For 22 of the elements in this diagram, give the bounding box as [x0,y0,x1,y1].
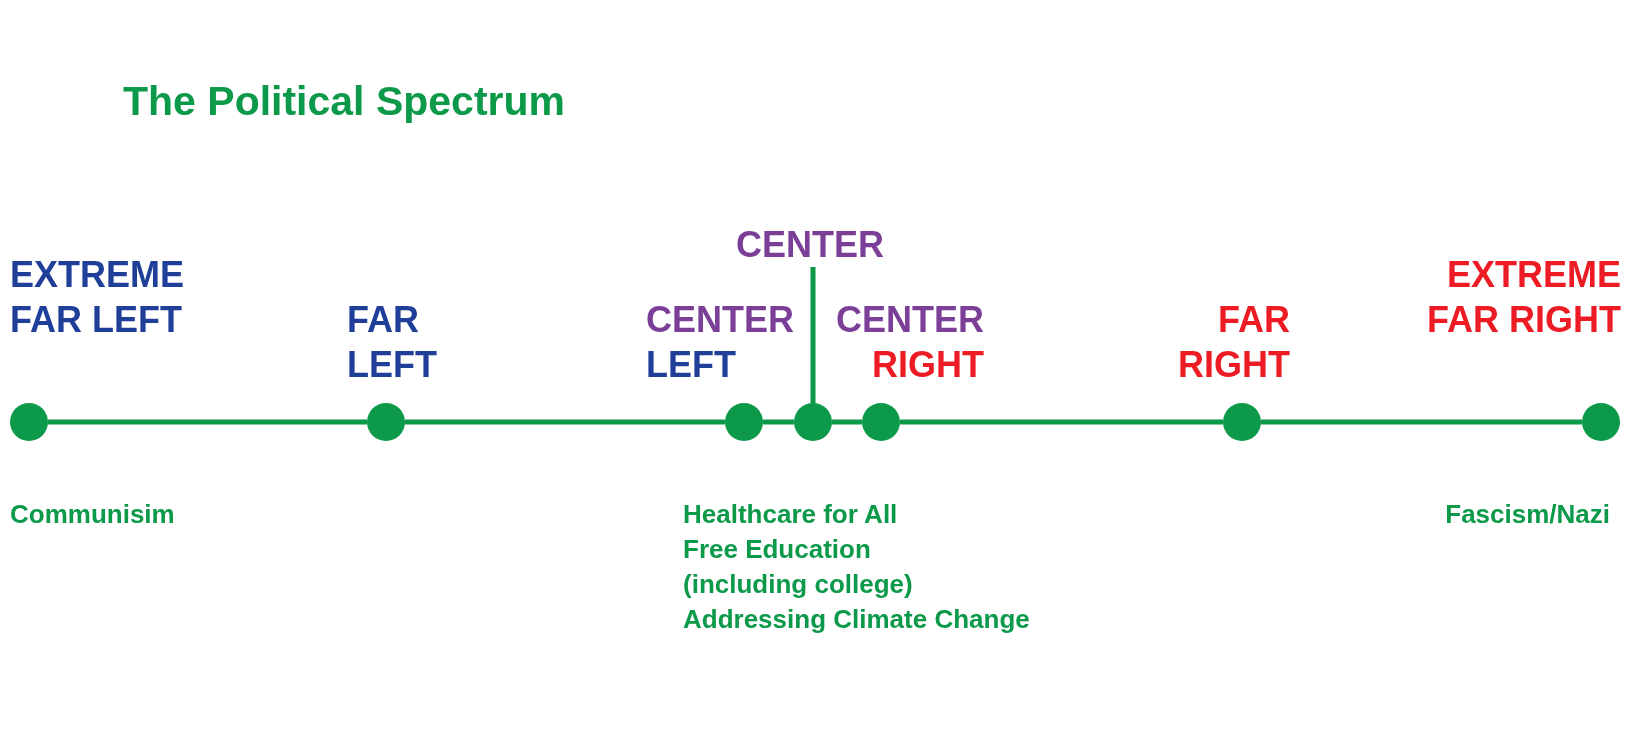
note-text: Free Education (including college) [683,533,914,601]
leader-line [810,267,816,403]
title: The Political Spectrum [123,78,565,125]
line-segment [48,419,367,425]
line-segment [832,419,862,425]
note-text: Healthcare for All [683,498,899,531]
position-label: LEFT [646,343,737,387]
position-label: CENTER [736,223,885,267]
note-text: Addressing Climate Change [683,603,1031,636]
position-label: RIGHT [871,343,984,387]
line-segment [900,419,1223,425]
example-text: Communisim [10,498,176,531]
position-label: EXTREME FAR LEFT [10,253,186,342]
position-label: FAR LEFT [347,298,438,387]
position-label: EXTREME FAR RIGHT [1426,253,1621,342]
line-segment [763,419,794,425]
position-label: CENTER [646,298,795,342]
line-segment [1261,419,1582,425]
line-segment [405,419,725,425]
position-label: CENTER [835,298,984,342]
example-text: Fascism/Nazi [1444,498,1610,531]
position-label: FAR RIGHT [1177,298,1290,387]
